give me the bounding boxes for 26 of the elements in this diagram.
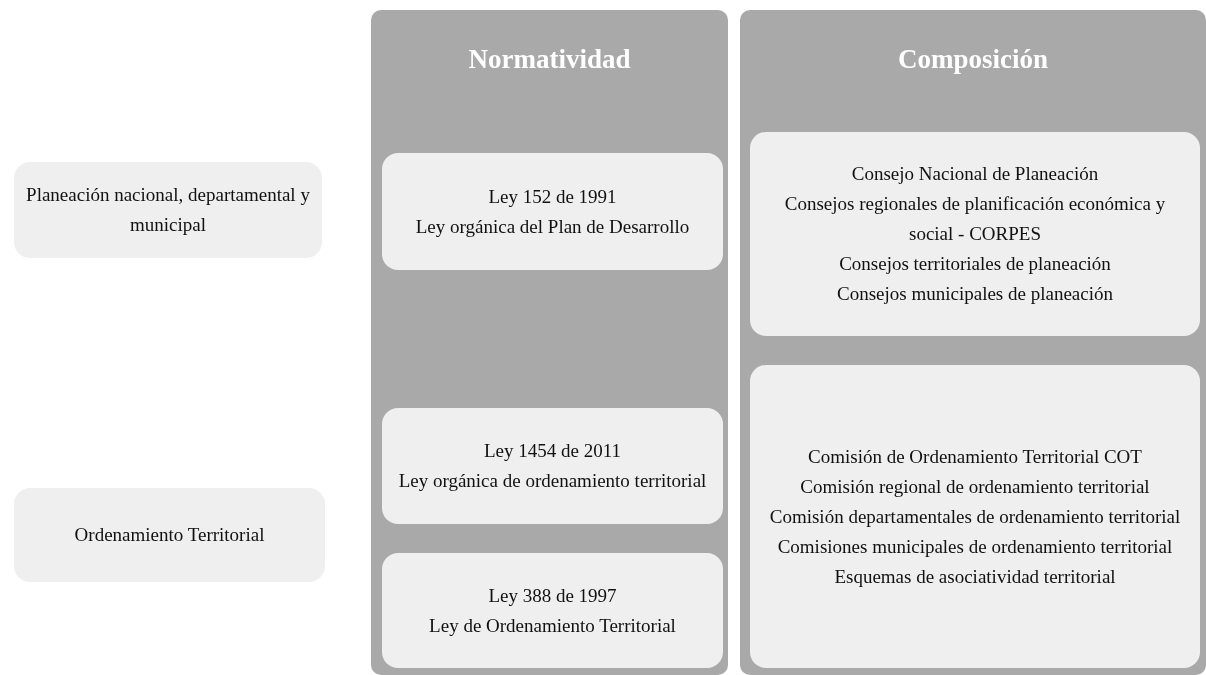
box-text: Comisión departamentales de ordenamiento territorial — [769, 504, 1181, 529]
column-panel — [371, 10, 728, 675]
column-heading: Normatividad — [467, 44, 632, 75]
box-text: Ordenamiento Territorial — [74, 523, 265, 547]
box-text: Consejos municipales de planeación — [837, 282, 1113, 306]
box-text: Ley 388 de 1997 — [488, 583, 617, 608]
column-heading: Composición — [897, 44, 1049, 75]
box-text: Ley orgánica del Plan de Desarrollo — [415, 214, 690, 239]
box-text: Consejos regionales de planificación económica y social - CORPES — [783, 192, 1167, 246]
law-box — [382, 553, 723, 668]
box-text: Consejo Nacional de Planeación — [851, 162, 1099, 186]
column-panel — [740, 10, 1206, 675]
box-text: Comisión regional de ordenamiento territorial — [800, 474, 1150, 499]
law-box — [382, 408, 723, 524]
box-text: Planeación nacional, departamental y municipal — [26, 183, 310, 237]
box-text: Ley orgánica de ordenamiento territorial — [398, 469, 707, 493]
law-box — [382, 153, 723, 270]
box-text: Consejos territoriales de planeación — [839, 252, 1111, 276]
box-text: Comisión de Ordenamiento Territorial COT — [808, 444, 1142, 469]
member-list-box — [750, 365, 1200, 668]
box-text: Esquemas de asociatividad territorial — [834, 564, 1116, 589]
member-list-box — [750, 132, 1200, 336]
box-text: Comisiones municipales de ordenamiento territorial — [777, 534, 1173, 559]
box-text: Ley de Ordenamiento Territorial — [429, 613, 676, 638]
box-text: Ley 1454 de 2011 — [484, 439, 621, 463]
box-text: Ley 152 de 1991 — [488, 184, 617, 209]
